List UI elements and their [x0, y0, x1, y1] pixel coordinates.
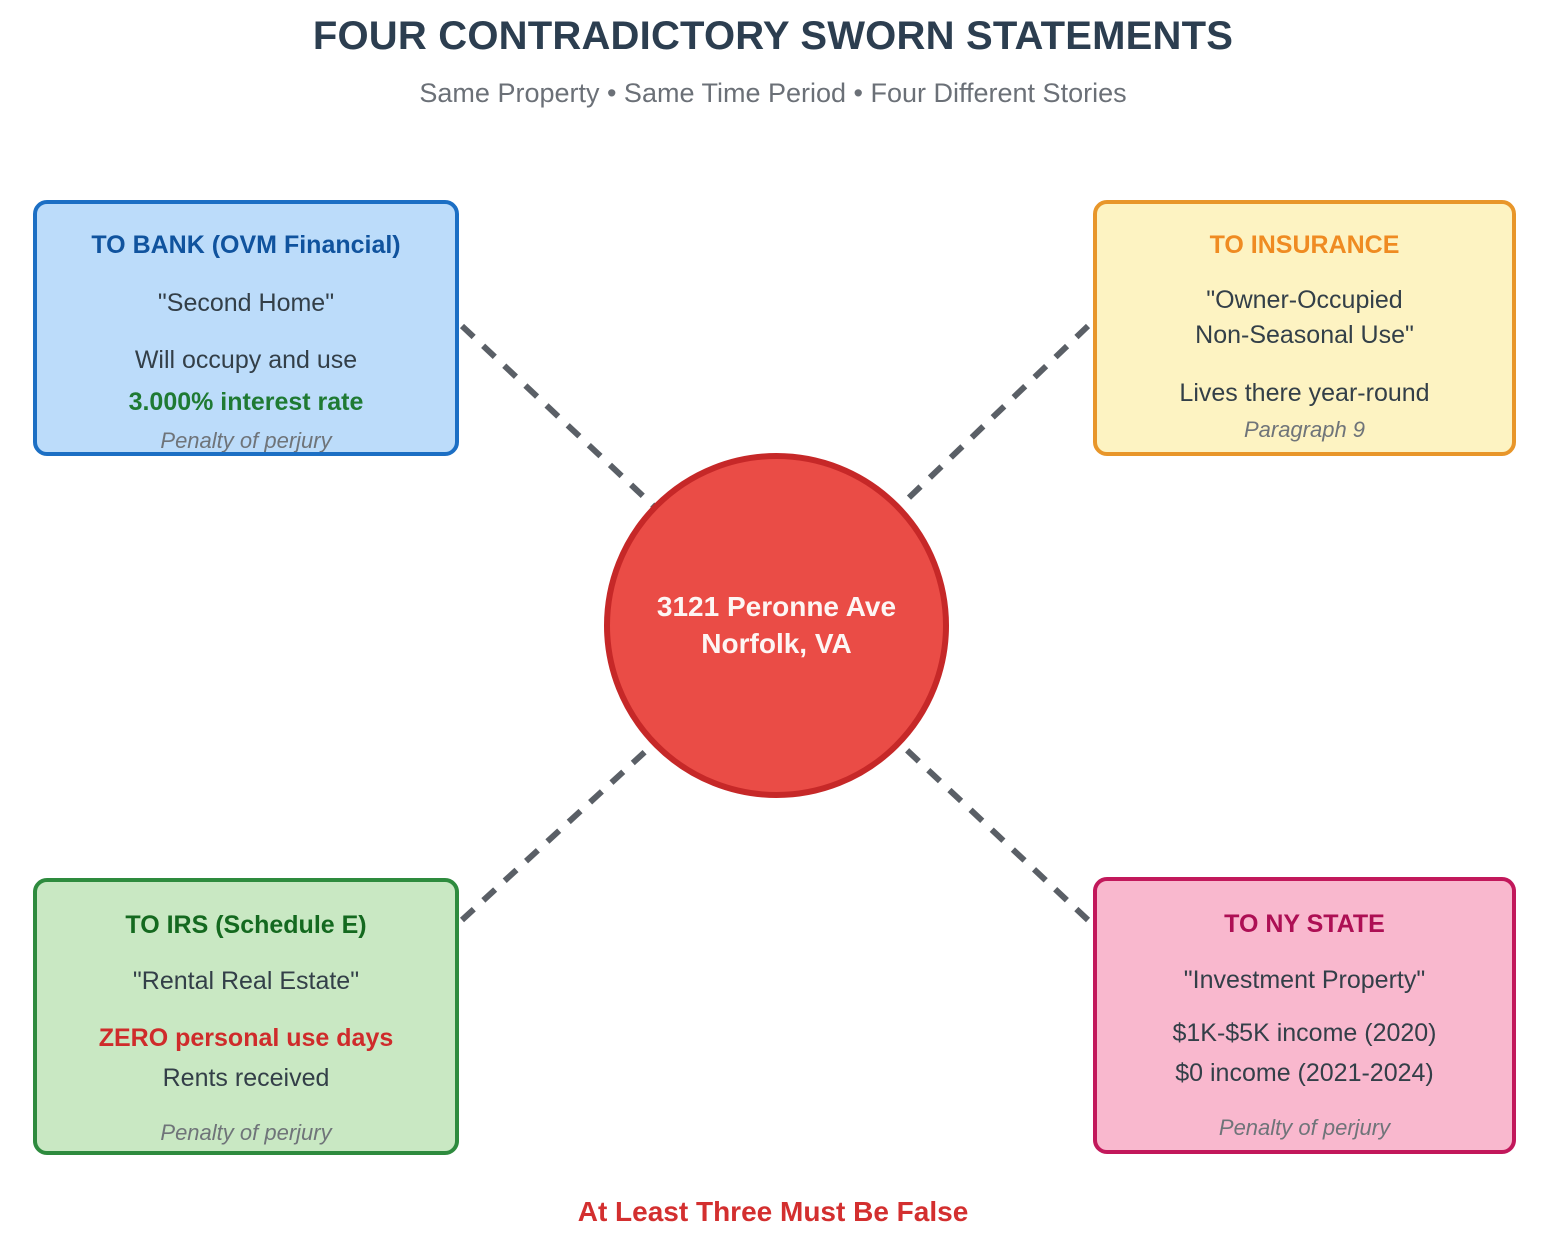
center-address-line-2: Norfolk, VA [701, 627, 852, 659]
card-title-bank: TO BANK (OVM Financial) [91, 231, 401, 259]
card-line-bank-3: 3.000% interest rate [128, 387, 364, 416]
card-line-bank-1: "Second Home" [157, 289, 335, 317]
center-address-line-1: 3121 Peronne Ave [656, 591, 897, 623]
card-line-insurance-3: Lives there year-round [1179, 378, 1430, 407]
statement-card-irs[interactable]: TO IRS (Schedule E) "Rental Real Estate"… [33, 878, 459, 1155]
card-note-insurance: Paragraph 9 [1243, 416, 1366, 442]
page-subtitle: Same Property • Same Time Period • Four … [419, 78, 1127, 108]
card-note-bank: Penalty of perjury [160, 427, 332, 453]
connector-bank-to-center [459, 323, 663, 515]
connector-nystate-to-center [891, 735, 1091, 923]
card-line-nystate-2: $1K-$5K income (2020) [1172, 1019, 1437, 1048]
card-title-nystate: TO NY STATE [1224, 910, 1385, 938]
footer-conclusion: At Least Three Must Be False [577, 1196, 969, 1227]
center-property-node[interactable]: 3121 Peronne Ave Norfolk, VA [604, 453, 949, 798]
page-title: FOUR CONTRADICTORY SWORN STATEMENTS [312, 14, 1234, 58]
card-line-irs-2: ZERO personal use days [98, 1024, 394, 1053]
statement-card-insurance[interactable]: TO INSURANCE "Owner-Occupied Non-Seasona… [1093, 200, 1516, 456]
card-line-irs-1: "Rental Real Estate" [132, 967, 360, 995]
card-line-irs-3: Rents received [162, 1063, 330, 1092]
connector-insurance-to-center [891, 323, 1091, 515]
card-note-irs: Penalty of perjury [160, 1119, 332, 1145]
card-line-insurance-1: "Owner-Occupied [1206, 286, 1403, 314]
card-line-bank-2: Will occupy and use [134, 346, 358, 375]
statement-card-bank[interactable]: TO BANK (OVM Financial) "Second Home" Wi… [33, 200, 459, 456]
card-line-nystate-3: $0 income (2021-2024) [1175, 1058, 1434, 1087]
statement-card-nystate[interactable]: TO NY STATE "Investment Property" $1K-$5… [1093, 877, 1516, 1154]
card-line-insurance-2: Non-Seasonal Use" [1195, 321, 1414, 350]
card-title-insurance: TO INSURANCE [1209, 231, 1400, 259]
card-line-nystate-1: "Investment Property" [1183, 966, 1426, 994]
card-note-nystate: Penalty of perjury [1218, 1114, 1391, 1140]
connector-irs-to-center [459, 735, 663, 923]
card-title-irs: TO IRS (Schedule E) [125, 911, 367, 939]
